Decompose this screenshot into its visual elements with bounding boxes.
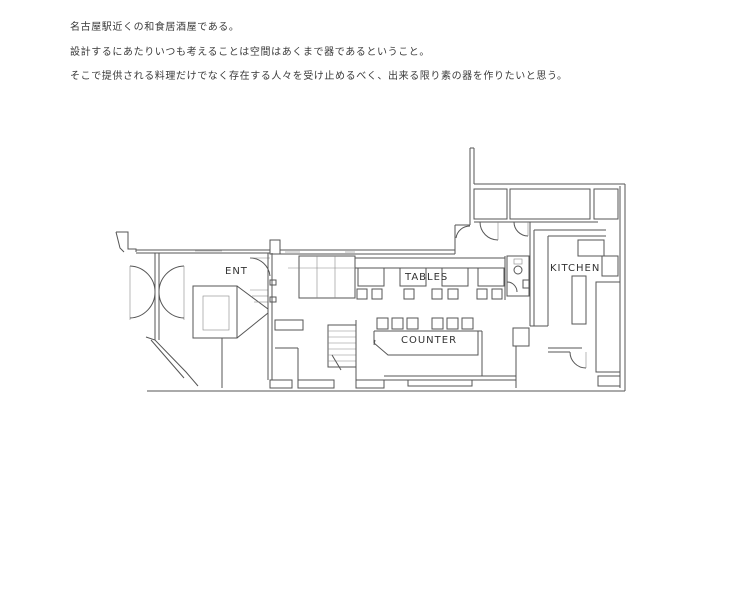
- chair: [356, 288, 368, 300]
- toilet-icon: [513, 265, 523, 275]
- kitchen-equipment: [601, 255, 619, 277]
- table-3: [441, 267, 469, 287]
- table-1: [357, 267, 385, 287]
- counter-label: COUNTER: [401, 335, 457, 346]
- entrance-area: [115, 231, 281, 388]
- counter-top: [373, 330, 479, 356]
- kitchen-counter-right: [595, 281, 621, 373]
- ent-label: ENT: [225, 266, 248, 277]
- kitchen-area: [529, 222, 621, 387]
- lower-left-block: [269, 319, 516, 389]
- chair: [371, 288, 383, 300]
- toilet-room: [506, 255, 530, 297]
- service-counter: [274, 319, 304, 331]
- chair: [491, 288, 503, 300]
- upper-door-swing-1: [479, 221, 499, 241]
- bench-seat: [298, 255, 356, 299]
- description-line-1: 名古屋駅近くの和食居酒屋である。: [70, 22, 240, 33]
- storage-box-3: [593, 188, 619, 220]
- entrance-stair-box: [192, 285, 238, 339]
- storage-box-1: [473, 188, 508, 220]
- kitchen-door-swing: [569, 351, 587, 369]
- kitchen-worktable: [571, 275, 587, 325]
- counter-stool: [446, 317, 459, 330]
- main-walls: [280, 147, 626, 391]
- chair: [403, 288, 415, 300]
- upper-door-swing-2: [513, 221, 529, 237]
- counter-stool: [376, 317, 389, 330]
- chair: [431, 288, 443, 300]
- description-line-2: 設計するにあたりいつも考えることは空間はあくまで器であるということ。: [70, 47, 430, 58]
- tables-area: [288, 255, 530, 300]
- banquette-top: [354, 257, 506, 269]
- counter-stool: [431, 317, 444, 330]
- description-line-3: そこで提供される料理だけでなく存在する人々を受け止めるべく、出来る限り素の器を作…: [70, 71, 568, 82]
- storage-box-2: [509, 188, 591, 220]
- counter-stool: [461, 317, 474, 330]
- counter-stool: [406, 317, 419, 330]
- counter-stool: [391, 317, 404, 330]
- kitchen-label: KITCHEN: [550, 263, 600, 274]
- entrance-door-swing-left: [129, 265, 156, 293]
- table-4: [477, 267, 505, 287]
- chair: [476, 288, 488, 300]
- chair: [447, 288, 459, 300]
- tables-label: TABLES: [404, 272, 448, 283]
- table-2: [399, 267, 427, 287]
- ent-door-swing: [249, 257, 271, 277]
- counter-area: [373, 317, 530, 388]
